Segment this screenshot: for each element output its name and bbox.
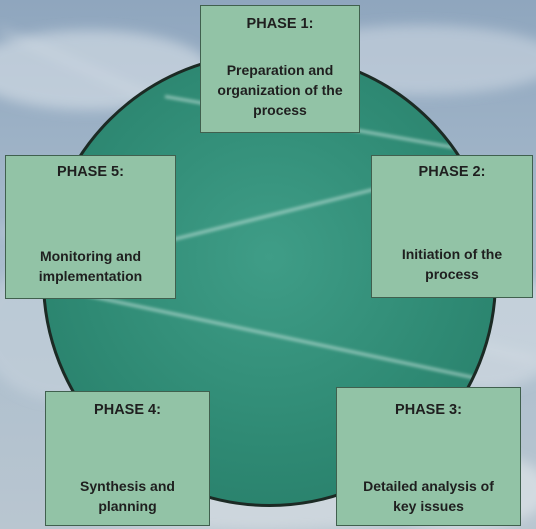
phase-1-box: PHASE 1: Preparation and organization of… — [200, 5, 360, 133]
contrail — [45, 285, 494, 386]
phase-4-description: Synthesis and planning — [80, 478, 175, 514]
phase-3-box: PHASE 3: Detailed analysis of key issues — [336, 387, 521, 526]
phase-1-description: Preparation and organization of the proc… — [217, 62, 343, 118]
phase-5-box: PHASE 5: Monitoring and implementation — [5, 155, 176, 299]
phase-4-title: PHASE 4: — [94, 402, 161, 418]
phase-2-title: PHASE 2: — [418, 164, 486, 180]
phase-2-description: Initiation of the process — [401, 246, 503, 282]
phase-4-box: PHASE 4: Synthesis and planning — [45, 391, 210, 526]
phase-3-description: Detailed analysis of key issues — [363, 478, 494, 514]
phase-5-description: Monitoring and implementation — [38, 248, 143, 284]
phase-1-title: PHASE 1: — [246, 16, 314, 32]
phase-5-title: PHASE 5: — [57, 164, 124, 180]
phase-2-box: PHASE 2: Initiation of the process — [371, 155, 533, 298]
phase-3-title: PHASE 3: — [395, 402, 462, 418]
